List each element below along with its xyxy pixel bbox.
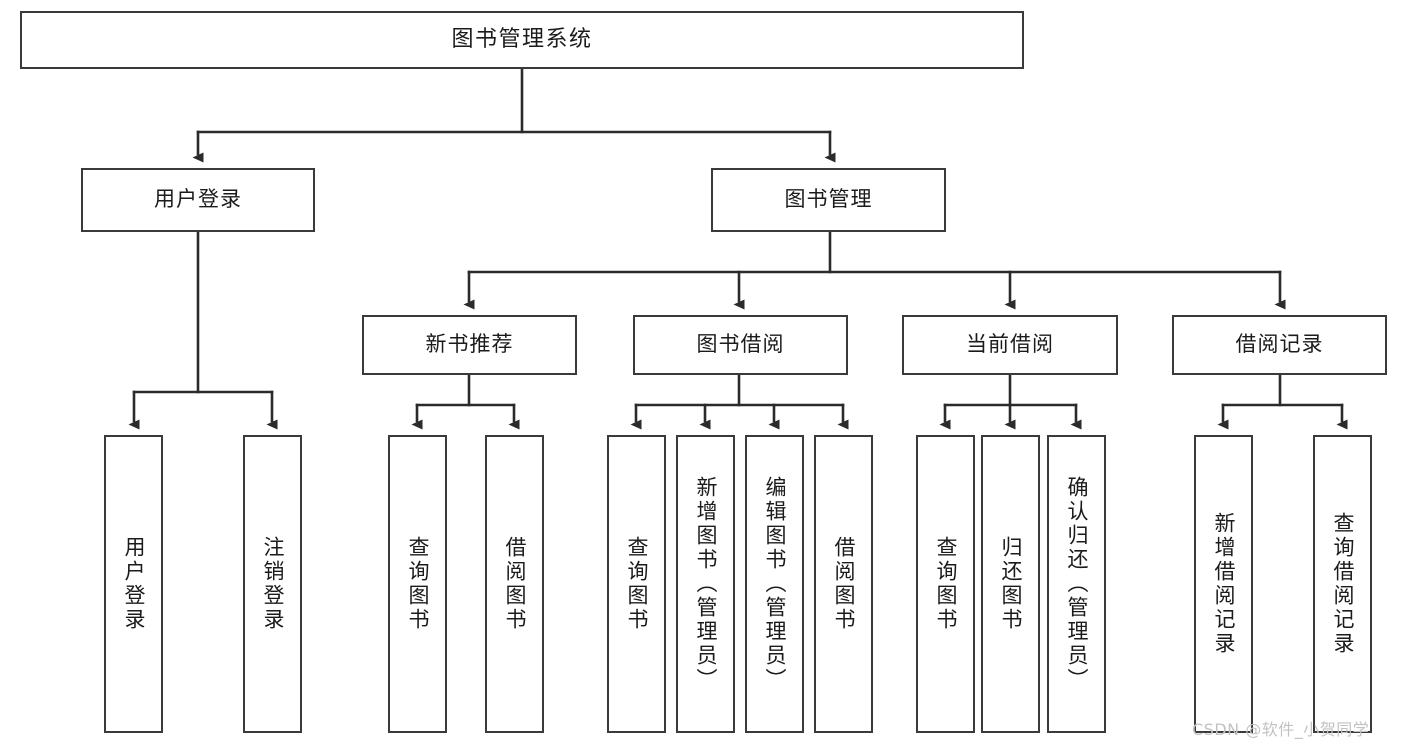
node-label: 新增图书（管理员）: [694, 476, 718, 692]
node-label: 查询借阅记录: [1331, 512, 1355, 656]
node-label: 新书推荐: [425, 332, 514, 357]
node-label: 用户登录: [122, 536, 146, 632]
leaf-newbook-borrow-book[interactable]: 借阅图书: [485, 435, 544, 733]
node-label: 注销登录: [261, 536, 285, 632]
node-root-book-management-system[interactable]: 图书管理系统: [20, 11, 1024, 69]
leaf-current-return-book[interactable]: 归还图书: [981, 435, 1040, 733]
leaf-user-logout[interactable]: 注销登录: [243, 435, 302, 733]
leaf-user-login[interactable]: 用户登录: [104, 435, 163, 733]
node-label: 借阅图书: [503, 536, 527, 632]
leaf-records-query-record[interactable]: 查询借阅记录: [1313, 435, 1372, 733]
node-label: 确认归还（管理员）: [1065, 476, 1089, 692]
leaf-borrow-query-book[interactable]: 查询图书: [607, 435, 666, 733]
node-label: 借阅记录: [1235, 332, 1324, 357]
node-label: 新增借阅记录: [1212, 512, 1236, 656]
leaf-borrow-add-book-admin[interactable]: 新增图书（管理员）: [676, 435, 735, 733]
node-current-borrow[interactable]: 当前借阅: [902, 315, 1118, 375]
node-label: 当前借阅: [966, 332, 1054, 357]
node-label: 用户登录: [154, 187, 242, 212]
node-book-borrow[interactable]: 图书借阅: [633, 315, 848, 375]
leaf-borrow-borrow-book[interactable]: 借阅图书: [814, 435, 873, 733]
node-label: 查询图书: [934, 536, 958, 632]
node-label: 图书管理系统: [451, 26, 593, 52]
leaf-newbook-query-book[interactable]: 查询图书: [388, 435, 447, 733]
leaf-current-query-book[interactable]: 查询图书: [916, 435, 975, 733]
node-label: 查询图书: [406, 536, 430, 632]
leaf-borrow-edit-book-admin[interactable]: 编辑图书（管理员）: [745, 435, 804, 733]
node-label: 借阅图书: [832, 536, 856, 632]
node-borrow-records[interactable]: 借阅记录: [1172, 315, 1387, 375]
node-label: 图书管理: [784, 187, 873, 212]
node-label: 归还图书: [999, 536, 1023, 632]
leaf-current-confirm-return-admin[interactable]: 确认归还（管理员）: [1047, 435, 1106, 733]
node-label: 编辑图书（管理员）: [763, 476, 787, 692]
node-label: 图书借阅: [696, 332, 785, 357]
node-user-login[interactable]: 用户登录: [81, 168, 315, 232]
leaf-records-add-record[interactable]: 新增借阅记录: [1194, 435, 1253, 733]
csdn-watermark: CSDN @软件_小贺同学: [1192, 720, 1370, 739]
node-label: 查询图书: [625, 536, 649, 632]
node-new-book-recommend[interactable]: 新书推荐: [362, 315, 577, 375]
node-book-management[interactable]: 图书管理: [711, 168, 946, 232]
